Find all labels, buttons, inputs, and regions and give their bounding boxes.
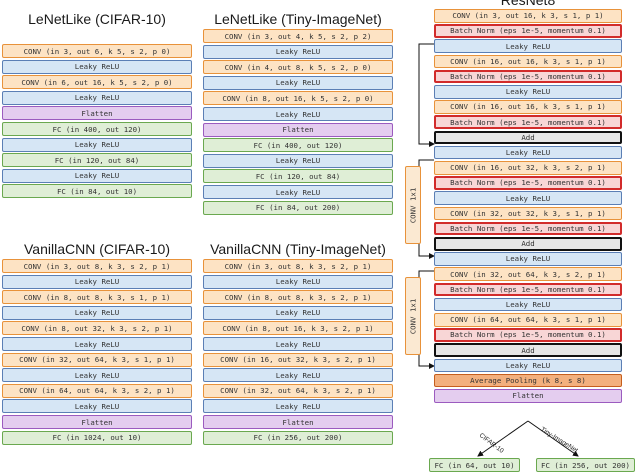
resnet-layer-conv: CONV (in 32, out 64, k 3, s 2, p 1) <box>434 267 622 281</box>
lenet-cifar-layer-conv: CONV (in 6, out 16, k 5, s 2, p 0) <box>2 75 192 90</box>
lenet-cifar-layer-fc: FC (in 400, out 120) <box>2 122 192 136</box>
title-vanilla-tiny: VanillaCNN (Tiny-ImageNet) <box>210 241 386 257</box>
resnet-layer-conv: CONV (in 16, out 16, k 3, s 1, p 1) <box>434 100 622 114</box>
resnet-layer-conv: CONV (in 16, out 16, k 3, s 1, p 1) <box>434 54 622 69</box>
lenet-tiny-layer-relu: Leaky ReLU <box>203 185 393 199</box>
resnet-layer-flat: Flatten <box>434 389 622 403</box>
vanilla-tiny-layer-conv: CONV (in 3, out 8, k 3, s 2, p 1) <box>203 259 393 273</box>
resnet-layer-bn: Batch Norm (eps 1e-5, momentum 0.1) <box>434 282 622 297</box>
vanilla-tiny-layer-conv: CONV (in 32, out 64, k 3, s 2, p 1) <box>203 383 393 398</box>
lenet-tiny-layer-relu: Leaky ReLU <box>203 44 393 59</box>
skip-conv-1x1-first-label: CONV 1x1 <box>408 187 418 223</box>
vanilla-tiny-layer-relu: Leaky ReLU <box>203 399 393 414</box>
skip-conv-1x1-second: CONV 1x1 <box>405 277 421 355</box>
skip-conv-1x1-first: CONV 1x1 <box>405 166 421 244</box>
resnet-layer-conv: CONV (in 16, out 32, k 3, s 2, p 1) <box>434 161 622 175</box>
lenet-tiny-layer-conv: CONV (in 4, out 8, k 5, s 2, p 0) <box>203 60 393 75</box>
lenet-tiny-layer-conv: CONV (in 3, out 4, k 5, s 2, p 2) <box>203 29 393 43</box>
lenet-tiny-layer-relu: Leaky ReLU <box>203 153 393 168</box>
vanilla-tiny-layer-relu: Leaky ReLU <box>203 368 393 383</box>
resnet-layer-relu: Leaky ReLU <box>434 85 622 99</box>
resnet-layer-conv: CONV (in 64, out 64, k 3, s 1, p 1) <box>434 313 622 327</box>
vanilla-cifar-layer-relu: Leaky ReLU <box>2 399 192 414</box>
vanilla-cifar-layer-conv: CONV (in 64, out 64, k 3, s 2, p 1) <box>2 383 192 398</box>
lenet-cifar-layer-fc: FC (in 120, out 84) <box>2 153 192 168</box>
vanilla-tiny-layer-conv: CONV (in 16, out 32, k 3, s 2, p 1) <box>203 352 393 367</box>
vanilla-tiny-layer-conv: CONV (in 8, out 16, k 3, s 2, p 1) <box>203 321 393 336</box>
resnet-layer-add: Add <box>434 130 622 145</box>
vanilla-cifar-layer-flat: Flatten <box>2 415 192 429</box>
lenet-cifar-layer-flat: Flatten <box>2 106 192 121</box>
resnet-layer-bn: Batch Norm (eps 1e-5, momentum 0.1) <box>434 221 622 236</box>
resnet-layer-relu: Leaky ReLU <box>434 358 622 373</box>
resnet-layer-pool: Average Pooling (k 8, s 8) <box>434 373 622 388</box>
title-lenet-tiny: LeNetLike (Tiny-ImageNet) <box>214 11 382 27</box>
lenet-tiny-layer-fc: FC (in 400, out 120) <box>203 138 393 153</box>
resnet-layer-relu: Leaky ReLU <box>434 191 622 205</box>
vanilla-cifar-layer-fc: FC (in 1024, out 10) <box>2 430 192 445</box>
title-lenet-cifar: LeNetLike (CIFAR-10) <box>28 11 166 27</box>
lenet-tiny-layer-relu: Leaky ReLU <box>203 75 393 90</box>
title-resnet: ResNet8 <box>500 0 556 8</box>
resnet-layer-add: Add <box>434 237 622 251</box>
skip-conv-1x1-second-label: CONV 1x1 <box>408 298 418 334</box>
resnet-layer-relu: Leaky ReLU <box>434 297 622 312</box>
lenet-tiny-layer-fc: FC (in 84, out 200) <box>203 200 393 215</box>
resnet-layer-relu: Leaky ReLU <box>434 252 622 266</box>
branch-line-right <box>527 420 579 457</box>
resnet-layer-bn: Batch Norm (eps 1e-5, momentum 0.1) <box>434 328 622 342</box>
vanilla-tiny-layer-flat: Flatten <box>203 415 393 429</box>
resnet-layer-bn: Batch Norm (eps 1e-5, momentum 0.1) <box>434 176 622 190</box>
skip-line-3 <box>418 270 435 369</box>
vanilla-cifar-layer-conv: CONV (in 8, out 32, k 3, s 2, p 1) <box>2 321 192 336</box>
lenet-tiny-layer-fc: FC (in 120, out 84) <box>203 169 393 184</box>
lenet-cifar-layer-relu: Leaky ReLU <box>2 168 192 183</box>
vanilla-cifar-layer-relu: Leaky ReLU <box>2 305 192 320</box>
vanilla-tiny-layer-relu: Leaky ReLU <box>203 274 393 289</box>
resnet-layer-bn: Batch Norm (eps 1e-5, momentum 0.1) <box>434 24 622 38</box>
head-fc-cifar: FC (in 64, out 10) <box>429 458 520 472</box>
vanilla-cifar-layer-conv: CONV (in 8, out 8, k 3, s 1, p 1) <box>2 290 192 305</box>
vanilla-cifar-layer-conv: CONV (in 32, out 64, k 3, s 1, p 1) <box>2 352 192 367</box>
vanilla-tiny-layer-conv: CONV (in 8, out 8, k 3, s 2, p 1) <box>203 290 393 305</box>
vanilla-cifar-layer-relu: Leaky ReLU <box>2 337 192 351</box>
title-vanilla-cifar: VanillaCNN (CIFAR-10) <box>24 241 170 257</box>
lenet-cifar-layer-relu: Leaky ReLU <box>2 137 192 152</box>
lenet-cifar-layer-fc: FC (in 84, out 10) <box>2 184 192 199</box>
resnet-layer-bn: Batch Norm (eps 1e-5, momentum 0.1) <box>434 115 622 129</box>
vanilla-tiny-layer-relu: Leaky ReLU <box>203 337 393 351</box>
vanilla-tiny-layer-fc: FC (in 256, out 200) <box>203 430 393 445</box>
lenet-tiny-layer-relu: Leaky ReLU <box>203 107 393 121</box>
resnet-layer-relu: Leaky ReLU <box>434 39 622 53</box>
vanilla-cifar-layer-relu: Leaky ReLU <box>2 274 192 289</box>
resnet-layer-relu: Leaky ReLU <box>434 145 622 160</box>
vanilla-cifar-layer-relu: Leaky ReLU <box>2 368 192 383</box>
resnet-layer-bn: Batch Norm (eps 1e-5, momentum 0.1) <box>434 69 622 84</box>
vanilla-tiny-layer-relu: Leaky ReLU <box>203 305 393 320</box>
skip-line-1 <box>418 43 435 147</box>
lenet-cifar-layer-conv: CONV (in 3, out 6, k 5, s 2, p 0) <box>2 44 192 58</box>
skip-line-2 <box>418 159 435 259</box>
resnet-layer-add: Add <box>434 343 622 357</box>
lenet-cifar-layer-relu: Leaky ReLU <box>2 90 192 105</box>
branch-line-left <box>477 420 529 457</box>
head-fc-tiny: FC (in 256, out 200) <box>536 458 635 472</box>
vanilla-cifar-layer-conv: CONV (in 3, out 8, k 3, s 2, p 1) <box>2 259 192 273</box>
lenet-tiny-layer-flat: Flatten <box>203 122 393 137</box>
resnet-layer-conv: CONV (in 32, out 32, k 3, s 1, p 1) <box>434 206 622 221</box>
resnet-layer-conv: CONV (in 3, out 16, k 3, s 1, p 1) <box>434 9 622 23</box>
lenet-cifar-layer-relu: Leaky ReLU <box>2 59 192 74</box>
lenet-tiny-layer-conv: CONV (in 8, out 16, k 5, s 2, p 0) <box>203 91 393 106</box>
